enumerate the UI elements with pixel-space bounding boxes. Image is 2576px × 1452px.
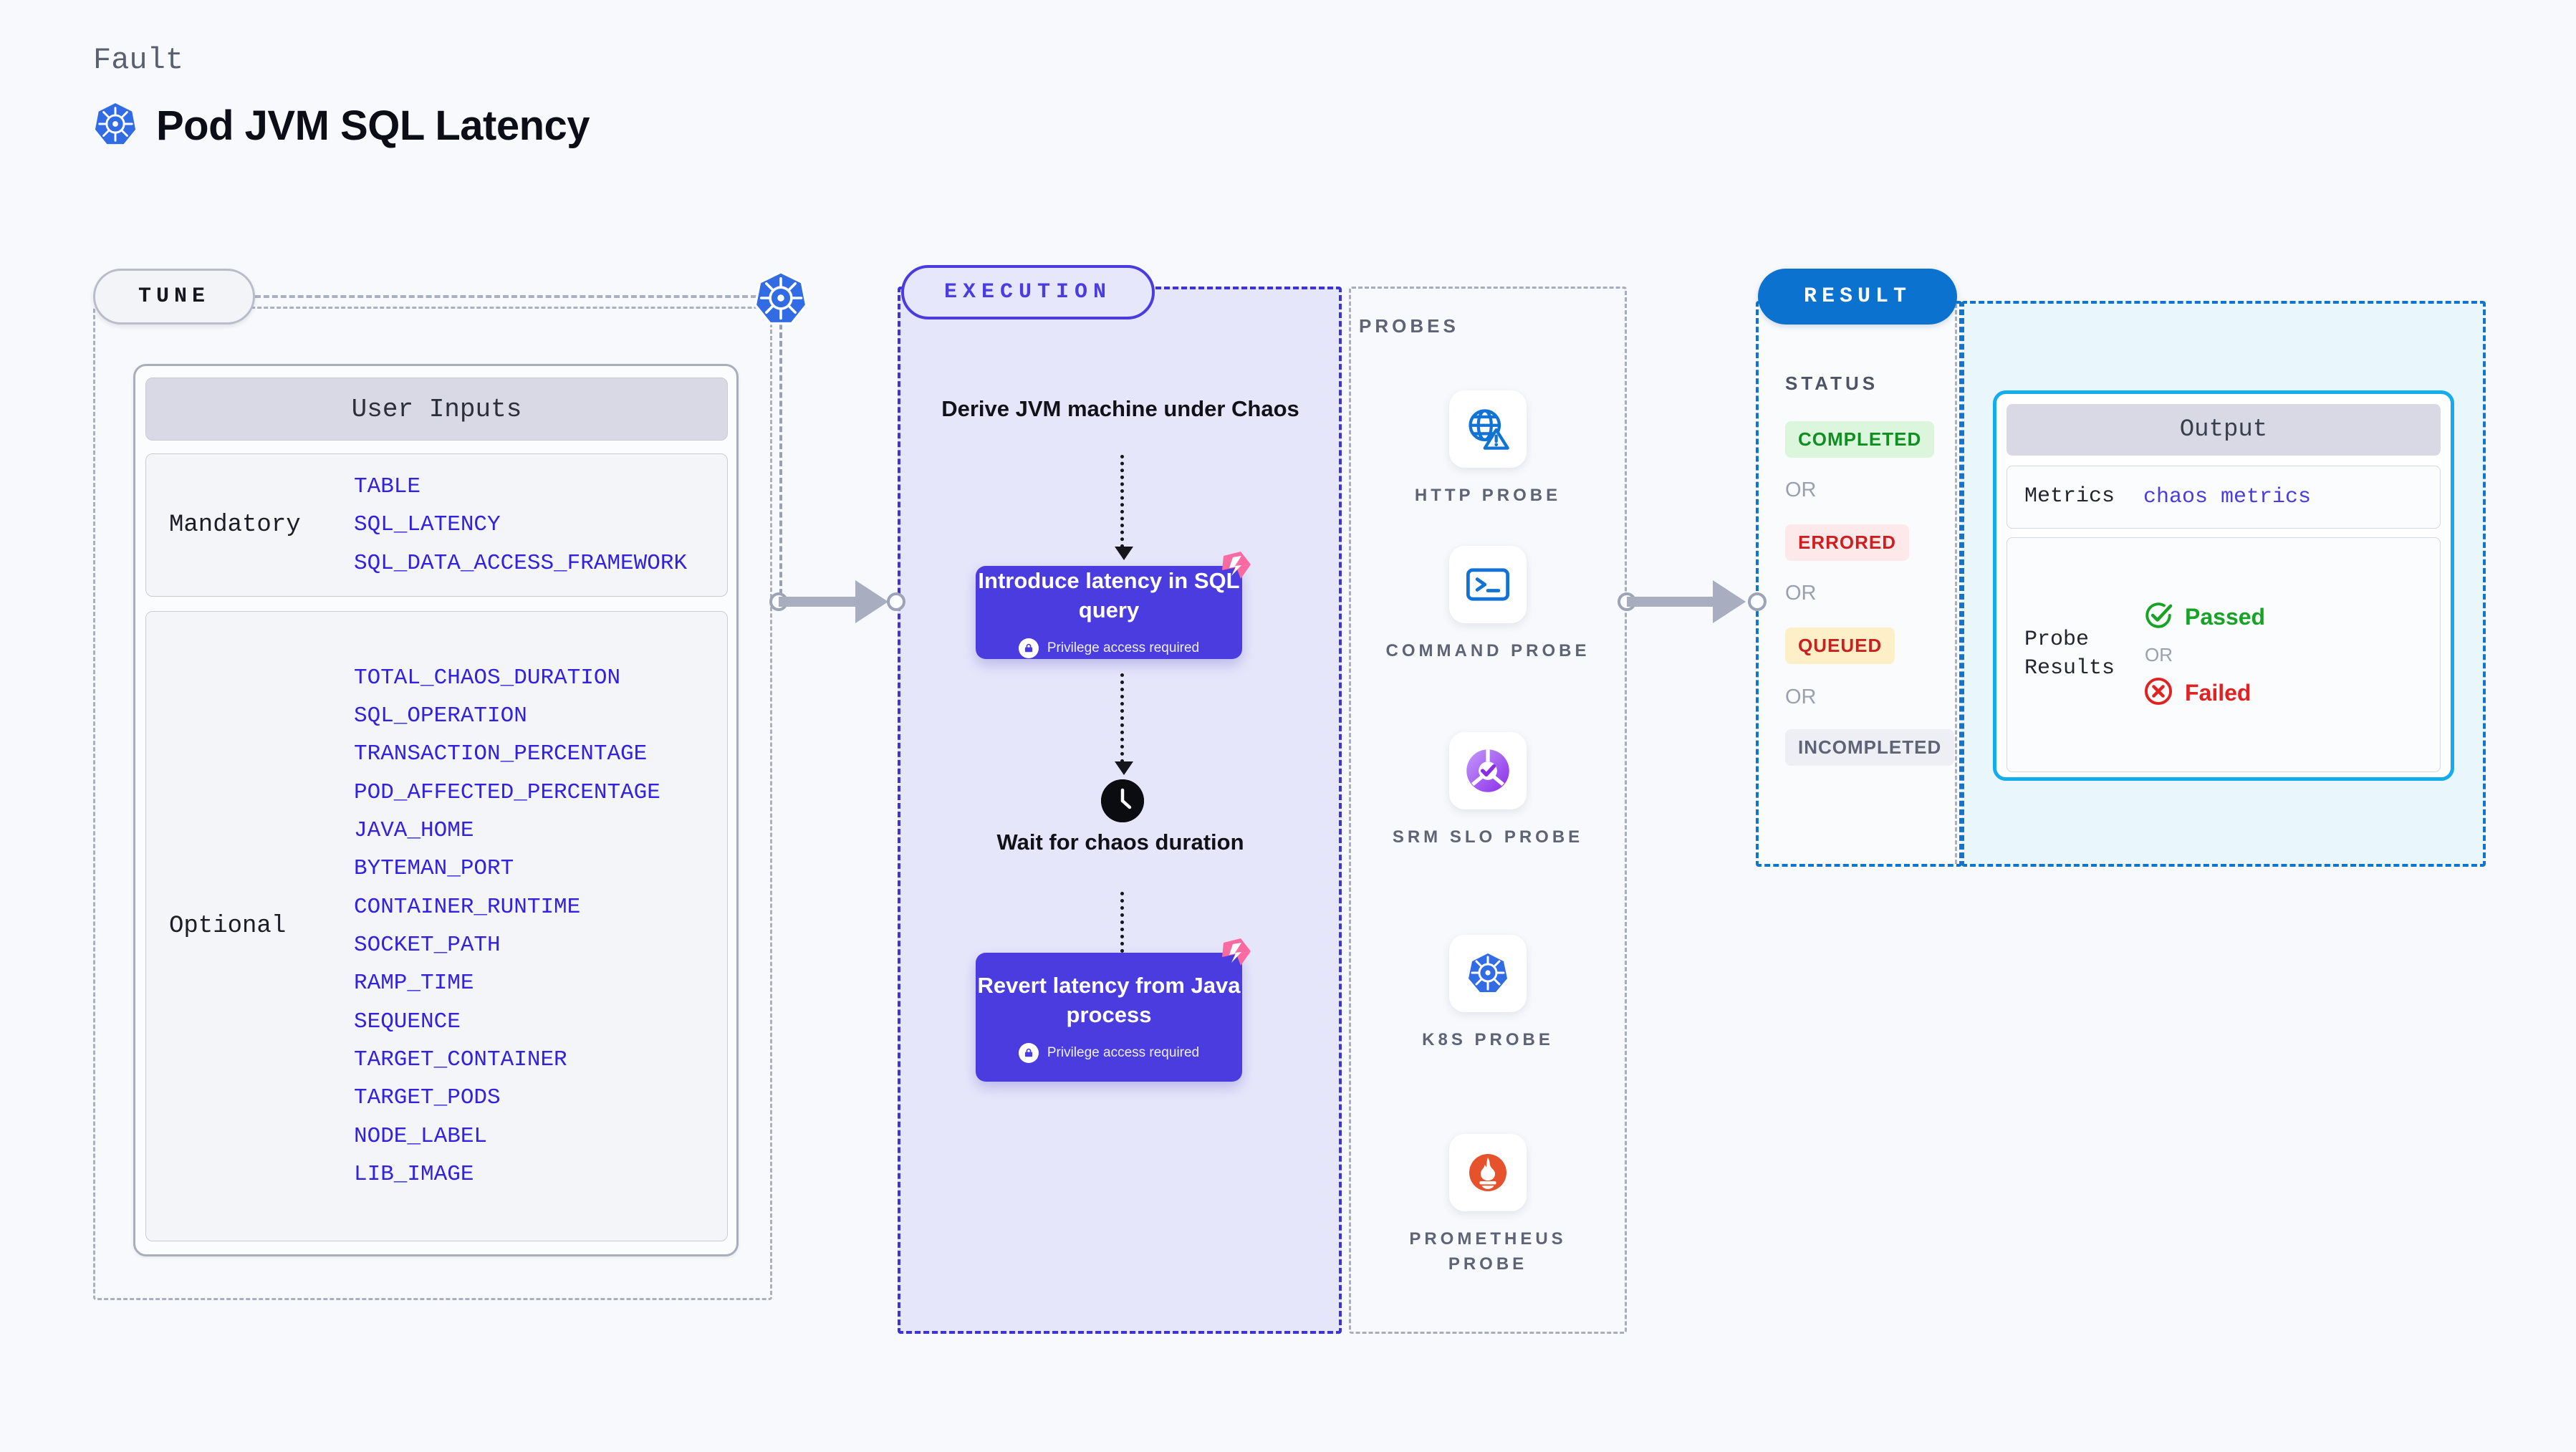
tune-panel <box>93 307 772 1300</box>
execution-pill-label: EXECUTION <box>901 265 1155 319</box>
litmus-chaos-icon <box>1209 937 1254 974</box>
param-item[interactable]: POD_AFFECTED_PERCENTAGE <box>354 779 660 805</box>
probe-result-passed: Passed <box>2143 600 2265 634</box>
probe-results-key: Probe Results <box>2024 628 2115 681</box>
card-title: Introduce latency in SQL query <box>978 568 1240 622</box>
kubernetes-logo-icon <box>93 102 138 150</box>
passed-label: Passed <box>2185 603 2266 630</box>
status-section-label: STATUS <box>1785 372 1879 394</box>
prometheus-logo-icon <box>1449 1134 1527 1211</box>
kubernetes-logo-icon <box>1449 935 1527 1012</box>
result-divider <box>1955 304 1957 864</box>
probe-item-srm-slo[interactable]: SRM SLO PROBE <box>1380 732 1595 850</box>
output-row-probe-results: Probe Results Passed OR <box>2007 537 2441 772</box>
probe-item-k8s[interactable]: K8S PROBE <box>1380 935 1595 1053</box>
tune-pill-label: TUNE <box>93 269 255 324</box>
check-circle-icon <box>2143 600 2173 634</box>
param-item[interactable]: TOTAL_CHAOS_DURATION <box>354 665 621 691</box>
execution-step-wait-text: Wait for chaos duration <box>996 830 1244 855</box>
metrics-value-link[interactable]: chaos metrics <box>2143 485 2312 509</box>
execution-step-revert-latency-card[interactable]: Revert latency from Java process Privile… <box>976 938 1251 1082</box>
flow-arrow-1 <box>1115 455 1133 560</box>
probe-result-or: OR <box>2145 643 2173 665</box>
param-item[interactable]: TRANSACTION_PERCENTAGE <box>354 741 648 767</box>
probe-results-values: Passed OR Failed <box>2143 600 2265 710</box>
probe-item-prometheus[interactable]: PROMETHEUS PROBE <box>1380 1134 1595 1277</box>
page-title: Pod JVM SQL Latency <box>156 102 590 149</box>
probe-label: SRM SLO PROBE <box>1392 827 1584 847</box>
mandatory-param-list: TABLE SQL_LATENCY SQL_DATA_ACCESS_FRAMEW… <box>354 468 687 582</box>
tune-to-execution-arrow <box>769 580 905 623</box>
optional-group: Optional TOTAL_CHAOS_DURATION SQL_OPERAT… <box>145 611 728 1241</box>
tune-connector-line <box>255 295 756 298</box>
result-status-panel <box>1756 301 1962 867</box>
probe-label: HTTP PROBE <box>1414 486 1562 505</box>
mandatory-group: Mandatory TABLE SQL_LATENCY SQL_DATA_ACC… <box>145 453 728 597</box>
privilege-note-text: Privilege access required <box>1047 640 1200 655</box>
result-pill-label: RESULT <box>1758 269 1957 324</box>
page-header: Fault Pod JVM SQL Latency <box>93 43 590 150</box>
kubernetes-logo-icon-connector <box>754 271 808 325</box>
srm-slo-icon <box>1449 732 1527 809</box>
execution-step-introduce-latency-card[interactable]: Introduce latency in SQL query Privilege… <box>976 552 1251 659</box>
output-row-metrics: Metrics chaos metrics <box>2007 466 2441 529</box>
param-item[interactable]: BYTEMAN_PORT <box>354 856 514 882</box>
param-item[interactable]: NODE_LABEL <box>354 1123 488 1149</box>
globe-warning-icon <box>1449 390 1527 468</box>
mandatory-label: Mandatory <box>169 511 301 539</box>
probe-result-failed: Failed <box>2143 676 2265 710</box>
output-card: Output Metrics chaos metrics Probe Resul… <box>1993 390 2454 781</box>
privilege-note: Privilege access required <box>1018 1042 1200 1063</box>
lock-icon <box>1018 638 1039 658</box>
fault-eyebrow: Fault <box>93 43 184 77</box>
user-inputs-title: User Inputs <box>145 378 728 441</box>
status-or-1: OR <box>1785 479 1817 501</box>
terminal-icon <box>1449 546 1527 623</box>
card-title: Revert latency from Java process <box>977 973 1241 1027</box>
optional-label: Optional <box>169 913 287 940</box>
probe-item-command[interactable]: COMMAND PROBE <box>1380 546 1595 664</box>
param-item[interactable]: CONTAINER_RUNTIME <box>354 894 581 920</box>
optional-param-list: TOTAL_CHAOS_DURATION SQL_OPERATION TRANS… <box>354 659 660 1193</box>
flow-arrow-2 <box>1115 673 1133 775</box>
param-item[interactable]: JAVA_HOME <box>354 818 474 844</box>
param-item[interactable]: SQL_OPERATION <box>354 703 527 729</box>
title-row: Pod JVM SQL Latency <box>93 102 590 150</box>
probe-label: PROMETHEUS PROBE <box>1409 1229 1567 1274</box>
failed-label: Failed <box>2185 679 2251 706</box>
status-badge-errored: ERRORED <box>1785 524 1910 561</box>
user-inputs-card: User Inputs Mandatory TABLE SQL_LATENCY … <box>133 364 739 1256</box>
kubernetes-drop-line <box>779 324 782 603</box>
status-badge-queued: QUEUED <box>1785 628 1895 664</box>
param-item[interactable]: TABLE <box>354 474 421 500</box>
privilege-note-text: Privilege access required <box>1047 1044 1200 1060</box>
probe-label: COMMAND PROBE <box>1385 641 1590 660</box>
x-circle-icon <box>2143 676 2173 710</box>
probe-label: K8S PROBE <box>1422 1030 1554 1049</box>
param-item[interactable]: SQL_DATA_ACCESS_FRAMEWORK <box>354 550 688 576</box>
privilege-note: Privilege access required <box>1018 638 1200 658</box>
lock-icon <box>1018 1042 1039 1063</box>
clock-icon <box>1101 779 1144 822</box>
param-item[interactable]: SOCKET_PATH <box>354 933 501 958</box>
param-item[interactable]: TARGET_CONTAINER <box>354 1047 567 1072</box>
status-badge-completed: COMPLETED <box>1785 421 1935 458</box>
status-or-2: OR <box>1785 582 1817 605</box>
output-title: Output <box>2007 404 2441 456</box>
execution-to-result-arrow <box>1618 580 1767 623</box>
param-item[interactable]: SEQUENCE <box>354 1009 461 1034</box>
status-or-3: OR <box>1785 686 1817 708</box>
litmus-chaos-icon <box>1209 550 1254 587</box>
param-item[interactable]: TARGET_PODS <box>354 1085 501 1111</box>
param-item[interactable]: SQL_LATENCY <box>354 512 501 538</box>
execution-step-derive-text: Derive JVM machine under Chaos <box>941 396 1299 421</box>
probes-section-label: PROBES <box>1359 315 1459 337</box>
metrics-key: Metrics <box>2024 484 2115 509</box>
param-item[interactable]: LIB_IMAGE <box>354 1161 474 1187</box>
param-item[interactable]: RAMP_TIME <box>354 971 474 996</box>
status-badge-incompleted: INCOMPLETED <box>1785 729 1955 766</box>
probe-item-http[interactable]: HTTP PROBE <box>1380 390 1595 509</box>
